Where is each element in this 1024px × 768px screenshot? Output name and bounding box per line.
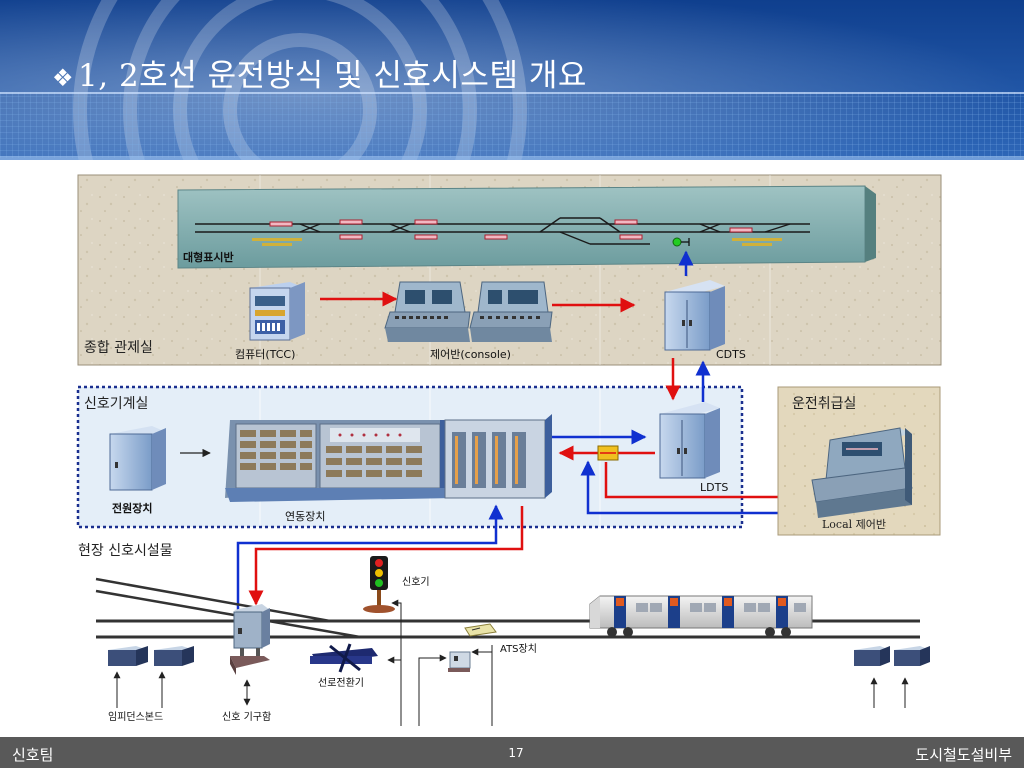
ats-label: ATS장치 (500, 643, 537, 655)
slide-title-text: 1, 2호선 운전방식 및 신호시스템 개요 (78, 58, 587, 94)
power-supply-unit: 전원장치 (109, 426, 166, 515)
footer-team: 신호팀 (12, 746, 54, 764)
slide-title: ❖1, 2호선 운전방식 및 신호시스템 개요 (52, 50, 587, 95)
cdts-label: CDTS (716, 348, 746, 361)
tcc-computer: 컴퓨터(TCC) (235, 282, 305, 361)
ldts-label: LDTS (700, 481, 728, 494)
footer-page-number: 17 (508, 746, 524, 760)
cdts-cabinet: CDTS (664, 280, 746, 361)
point-machine: 선로전환기 (310, 643, 378, 689)
interlocking-equipment: 연동장치 (225, 414, 552, 523)
slide-footer: 신호팀 17 도시철도설비부 (0, 737, 1024, 768)
slide-header: ❖1, 2호선 운전방식 및 신호시스템 개요 (0, 0, 1024, 160)
console-unit-right: 제어반(console) (430, 281, 553, 361)
signal-red-lamp (375, 559, 383, 567)
control-center-label: 종합 관제실 (84, 340, 153, 356)
console-unit-left (384, 281, 471, 342)
ldts-cabinet: LDTS (659, 402, 728, 494)
operation-room-area: 운전취급실 Local 제어반 (777, 386, 941, 536)
console-label: 제어반(console) (430, 348, 511, 361)
signal-yellow-lamp (375, 569, 383, 577)
local-panel-label: Local 제어반 (822, 518, 886, 531)
field-leader-lines (113, 599, 909, 726)
impedance-bond-label: 임피던스본드 (108, 710, 163, 723)
interlocking-label: 연동장치 (285, 510, 325, 523)
footer-department: 도시철도설비부 (915, 746, 1012, 764)
operation-room-label: 운전취급실 (792, 396, 856, 412)
local-to-ldts-arrow (580, 460, 796, 515)
signal-label: 신호기 (402, 576, 430, 588)
interlocking-to-field-arrow (248, 506, 524, 606)
power-supply-label: 전원장치 (112, 501, 152, 515)
signal-room-label: 신호기계실 (84, 396, 148, 412)
display-board-label: 대형표시반 (183, 250, 234, 264)
signal-box-label: 신호 기구함 (222, 711, 271, 723)
ats-beacon (464, 623, 497, 637)
train (589, 595, 813, 637)
field-label: 현장 신호시설물 (78, 543, 173, 559)
display-board: 대형표시반 (177, 185, 876, 269)
signal-green-lamp (375, 579, 383, 587)
impedance-bond-left (108, 646, 194, 666)
header-background (0, 0, 1024, 160)
signal-apparatus-box (230, 604, 270, 675)
traffic-signal: 신호기 (363, 556, 430, 613)
point-machine-label: 선로전환기 (318, 677, 364, 689)
impedance-bond-right (854, 646, 930, 666)
tcc-label: 컴퓨터(TCC) (235, 348, 295, 361)
ats-device: ATS장치 (448, 643, 537, 672)
ldts-to-local-arrow (604, 462, 798, 505)
track-schematic (195, 217, 810, 245)
field-to-interlocking-arrow (236, 504, 504, 610)
bullet-icon: ❖ (52, 64, 75, 92)
